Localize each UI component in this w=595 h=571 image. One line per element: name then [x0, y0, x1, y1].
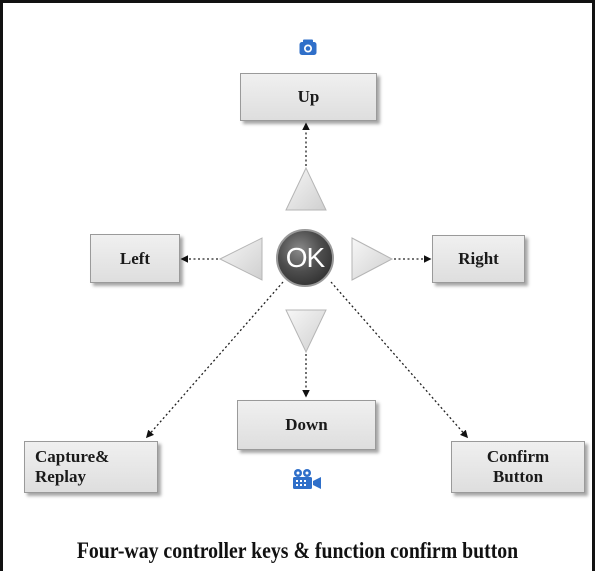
ok-button[interactable]: OK	[276, 229, 334, 287]
confirm-button-label: Confirm Button	[451, 441, 585, 493]
capture-arrow	[145, 281, 284, 439]
capture-label-line2: Replay	[35, 467, 86, 486]
camera-icon	[299, 39, 317, 55]
diagram-caption: Four-way controller keys & function conf…	[76, 538, 519, 563]
capture-replay-label: Capture& Replay	[24, 441, 158, 493]
left-key-label: Left	[90, 234, 180, 283]
confirm-arrow	[330, 281, 469, 439]
left-triangle	[218, 237, 263, 281]
up-key-label: Up	[240, 73, 377, 121]
confirm-label-line2: Button	[492, 467, 544, 486]
capture-label-line1: Capture&	[35, 447, 110, 467]
video-camera-icon	[293, 469, 321, 489]
down-triangle	[285, 309, 327, 354]
down-key-label: Down	[237, 400, 376, 450]
up-triangle	[285, 166, 327, 211]
right-triangle	[351, 237, 394, 281]
confirm-label-line1: Confirm	[486, 447, 550, 467]
right-key-label: Right	[432, 235, 525, 283]
